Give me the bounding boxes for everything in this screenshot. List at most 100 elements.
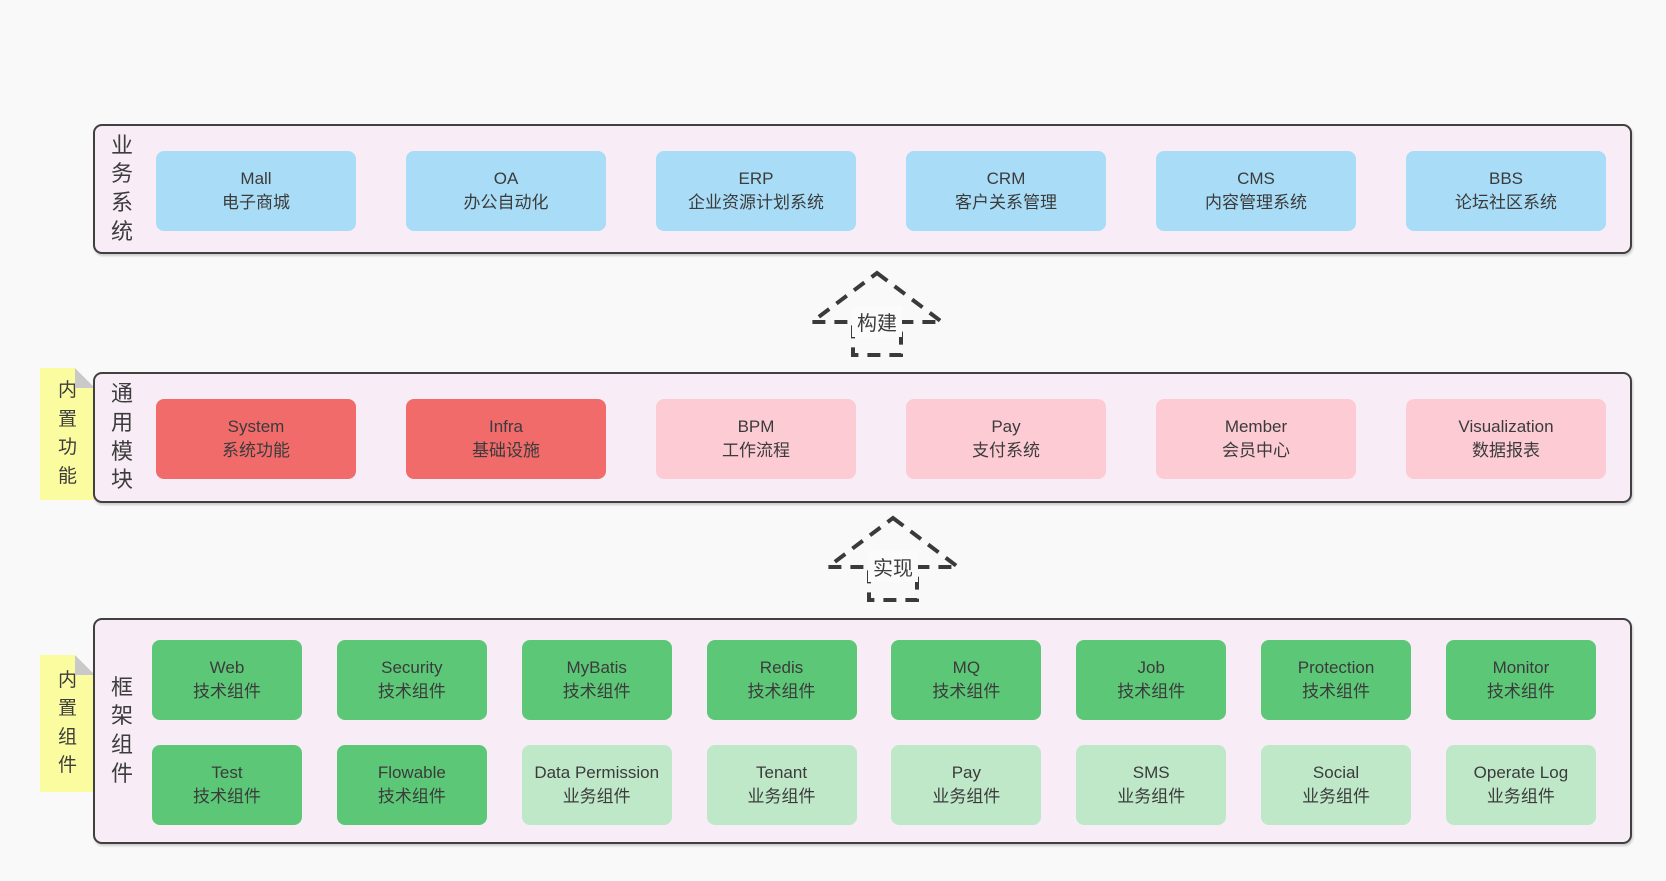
box-sms: SMS 业务组件 xyxy=(1076,745,1227,825)
box-member: Member 会员中心 xyxy=(1156,399,1356,479)
box-subtitle: 论坛社区系统 xyxy=(1455,193,1557,212)
sticky-note-label: 内置功能 xyxy=(57,380,77,487)
box-title: Mall xyxy=(240,169,272,189)
box-subtitle: 技术组件 xyxy=(1117,682,1186,701)
box-system: System 系统功能 xyxy=(156,399,356,479)
box-title: MyBatis xyxy=(566,658,627,678)
business-systems-row: Mall 电子商城 OA 办公自动化 ERP 企业资源计划系统 CRM 客户关系… xyxy=(95,151,1630,231)
box-subtitle: 技术组件 xyxy=(747,682,816,701)
box-title: Protection xyxy=(1297,658,1375,678)
box-subtitle: 办公自动化 xyxy=(463,193,549,212)
box-subtitle: 技术组件 xyxy=(377,787,446,806)
box-subtitle: 技术组件 xyxy=(377,682,446,701)
box-title: Infra xyxy=(488,417,524,437)
box-title: Redis xyxy=(759,658,804,678)
box-subtitle: 技术组件 xyxy=(1302,682,1371,701)
box-title: Pay xyxy=(991,417,1021,437)
layer-business-systems: 业务系统 Mall 电子商城 OA 办公自动化 ERP 企业资源计划系统 CRM… xyxy=(93,124,1632,254)
box-title: Visualization xyxy=(1458,417,1554,437)
box-title: ERP xyxy=(738,169,774,189)
arrow-label: 实现 xyxy=(868,551,918,582)
box-subtitle: 业务组件 xyxy=(747,787,816,806)
box-erp: ERP 企业资源计划系统 xyxy=(656,151,856,231)
box-monitor: Monitor 技术组件 xyxy=(1445,640,1596,720)
box-subtitle: 企业资源计划系统 xyxy=(688,193,824,212)
box-title: Member xyxy=(1224,417,1288,437)
box-security: Security 技术组件 xyxy=(336,640,487,720)
folded-corner-icon xyxy=(75,368,95,388)
folded-corner-icon xyxy=(75,655,95,675)
box-subtitle: 业务组件 xyxy=(1117,787,1186,806)
box-test: Test 技术组件 xyxy=(152,745,302,825)
box-tenant: Tenant 业务组件 xyxy=(706,745,857,825)
box-subtitle: 支付系统 xyxy=(972,441,1040,460)
layer-label-framework-components: 框架组件 xyxy=(110,674,133,786)
box-title: OA xyxy=(493,169,519,189)
box-subtitle: 技术组件 xyxy=(193,787,261,806)
layer-label-business-systems: 业务系统 xyxy=(110,132,133,244)
box-title: BPM xyxy=(737,417,775,437)
box-subtitle: 业务组件 xyxy=(1486,787,1555,806)
arrow-label: 构建 xyxy=(852,306,902,337)
box-subtitle: 业务组件 xyxy=(562,787,631,806)
arrow-implement: 实现 xyxy=(823,513,963,605)
box-mall: Mall 电子商城 xyxy=(156,151,356,231)
box-subtitle: 系统功能 xyxy=(222,441,290,460)
box-oa: OA 办公自动化 xyxy=(406,151,606,231)
box-title: Tenant xyxy=(756,763,808,783)
box-title: CMS xyxy=(1237,169,1275,189)
box-social: Social 业务组件 xyxy=(1261,745,1412,825)
box-title: System xyxy=(227,417,285,437)
box-title: Monitor xyxy=(1492,658,1550,678)
box-pay-module: Pay 支付系统 xyxy=(906,399,1106,479)
box-title: Operate Log xyxy=(1473,763,1569,783)
box-mq: MQ 技术组件 xyxy=(891,640,1042,720)
box-subtitle: 基础设施 xyxy=(472,441,540,460)
box-title: Job xyxy=(1137,658,1165,678)
up-block-arrow-icon xyxy=(807,270,947,357)
box-title: MQ xyxy=(952,658,981,678)
box-cms: CMS 内容管理系统 xyxy=(1156,151,1356,231)
sticky-note-builtin-components: 内置组件 xyxy=(40,655,95,792)
box-pay-component: Pay 业务组件 xyxy=(891,745,1042,825)
framework-components-row-2: Test 技术组件 Flowable 技术组件 Data Permission … xyxy=(95,745,1630,825)
box-subtitle: 技术组件 xyxy=(193,682,261,701)
box-redis: Redis 技术组件 xyxy=(706,640,857,720)
box-subtitle: 技术组件 xyxy=(562,682,631,701)
up-block-arrow-icon xyxy=(823,515,963,602)
framework-components-row-1: Web 技术组件 Security 技术组件 MyBatis 技术组件 Redi… xyxy=(95,640,1630,720)
box-subtitle: 数据报表 xyxy=(1472,441,1540,460)
box-title: Data Permission xyxy=(534,763,660,783)
box-protection: Protection 技术组件 xyxy=(1261,640,1412,720)
box-title: Security xyxy=(381,658,443,678)
layer-label-common-modules: 通用模块 xyxy=(110,381,133,493)
sticky-note-label: 内置组件 xyxy=(57,669,77,776)
box-title: SMS xyxy=(1132,763,1170,783)
box-subtitle: 业务组件 xyxy=(1302,787,1371,806)
box-title: Pay xyxy=(951,763,982,783)
box-title: Social xyxy=(1312,763,1360,783)
box-operate-log: Operate Log 业务组件 xyxy=(1445,745,1596,825)
box-subtitle: 技术组件 xyxy=(932,682,1001,701)
box-title: Flowable xyxy=(377,763,446,783)
box-title: CRM xyxy=(986,169,1026,189)
box-mybatis: MyBatis 技术组件 xyxy=(521,640,672,720)
box-title: BBS xyxy=(1488,169,1524,189)
common-modules-row: System 系统功能 Infra 基础设施 BPM 工作流程 Pay 支付系统… xyxy=(95,399,1630,479)
box-title: Web xyxy=(209,658,245,678)
box-title: Test xyxy=(211,763,243,783)
box-subtitle: 会员中心 xyxy=(1222,441,1290,460)
arrow-build: 构建 xyxy=(807,268,947,360)
box-crm: CRM 客户关系管理 xyxy=(906,151,1106,231)
box-subtitle: 客户关系管理 xyxy=(955,193,1057,212)
box-subtitle: 工作流程 xyxy=(722,441,790,460)
box-visualization: Visualization 数据报表 xyxy=(1406,399,1606,479)
box-subtitle: 技术组件 xyxy=(1486,682,1555,701)
box-subtitle: 内容管理系统 xyxy=(1205,193,1307,212)
box-data-permission: Data Permission 业务组件 xyxy=(521,745,672,825)
box-bbs: BBS 论坛社区系统 xyxy=(1406,151,1606,231)
box-infra: Infra 基础设施 xyxy=(406,399,606,479)
box-flowable: Flowable 技术组件 xyxy=(336,745,487,825)
sticky-note-builtin-features: 内置功能 xyxy=(40,368,95,500)
